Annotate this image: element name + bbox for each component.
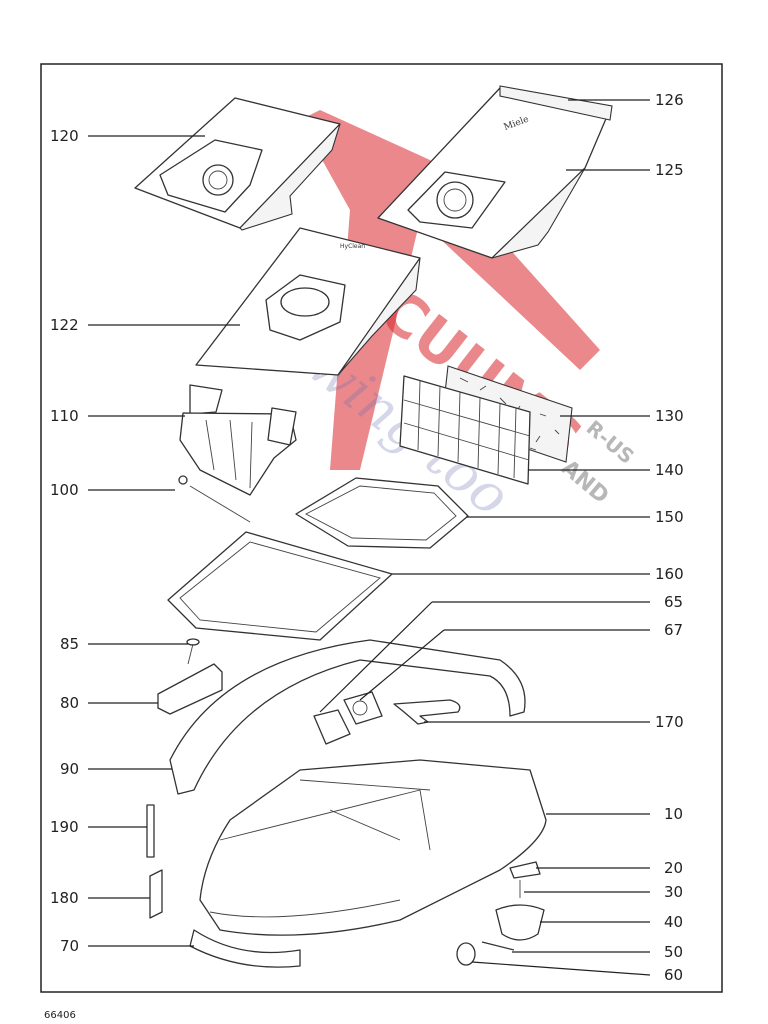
label-140: 140 — [655, 461, 684, 479]
diagram-frame — [40, 63, 723, 993]
part-160-seal-frame — [167, 531, 393, 641]
part-80-clip — [157, 663, 223, 715]
label-65: 65 — [664, 593, 683, 611]
label-122: 122 — [50, 316, 79, 334]
part-125-126-filter-bag: Miele — [377, 85, 613, 259]
part-40-caster-wheel — [495, 904, 545, 941]
document-number: 66406 — [44, 1010, 76, 1021]
label-85: 85 — [60, 635, 79, 653]
watermark-text-and: AND — [556, 455, 613, 509]
part-120-dust-bag — [134, 97, 341, 231]
watermark-text-rus: R-US — [582, 415, 639, 468]
label-120: 120 — [50, 127, 79, 145]
watermark-red-v — [300, 110, 600, 470]
part-60-roller — [456, 942, 476, 966]
leader-lines — [88, 99, 651, 976]
label-125: 125 — [655, 161, 684, 179]
part-170-hose — [393, 699, 461, 725]
label-170: 170 — [655, 713, 684, 731]
label-67: 67 — [664, 621, 683, 639]
label-110: 110 — [50, 407, 79, 425]
part-70-front-bumper — [189, 929, 301, 968]
label-80: 80 — [60, 694, 79, 712]
label-90: 90 — [60, 760, 79, 778]
part-190-rod — [146, 804, 155, 858]
label-150: 150 — [655, 508, 684, 526]
part-85-screw — [186, 638, 200, 665]
label-100: 100 — [50, 481, 79, 499]
part-122-hyclean-bag: HyClean — [195, 227, 421, 376]
part-number-labels: 120 126 125 122 110 130 140 100 150 160 … — [50, 91, 684, 984]
label-40: 40 — [664, 913, 683, 931]
part-90-bumper — [169, 639, 526, 795]
part-65-67-socket — [313, 691, 383, 745]
label-50: 50 — [664, 943, 683, 961]
part-100-pin — [178, 475, 251, 523]
label-160: 160 — [655, 565, 684, 583]
label-30: 30 — [664, 883, 683, 901]
label-190: 190 — [50, 818, 79, 836]
label-20: 20 — [664, 859, 683, 877]
part-20-30-caster-bracket — [509, 861, 541, 898]
part-140-filter-grille — [399, 375, 531, 485]
label-70: 70 — [60, 937, 79, 955]
label-10: 10 — [664, 805, 683, 823]
label-130: 130 — [655, 407, 684, 425]
label-180: 180 — [50, 889, 79, 907]
label-60: 60 — [664, 966, 683, 984]
part-50-axle — [481, 941, 515, 951]
part-150-gasket — [295, 477, 469, 549]
part-10-base-housing — [199, 759, 547, 936]
part-110-bag-holder — [179, 384, 297, 496]
bag-print-text: HyClean — [340, 243, 365, 250]
part-180-bracket — [149, 869, 163, 919]
label-126: 126 — [655, 91, 684, 109]
